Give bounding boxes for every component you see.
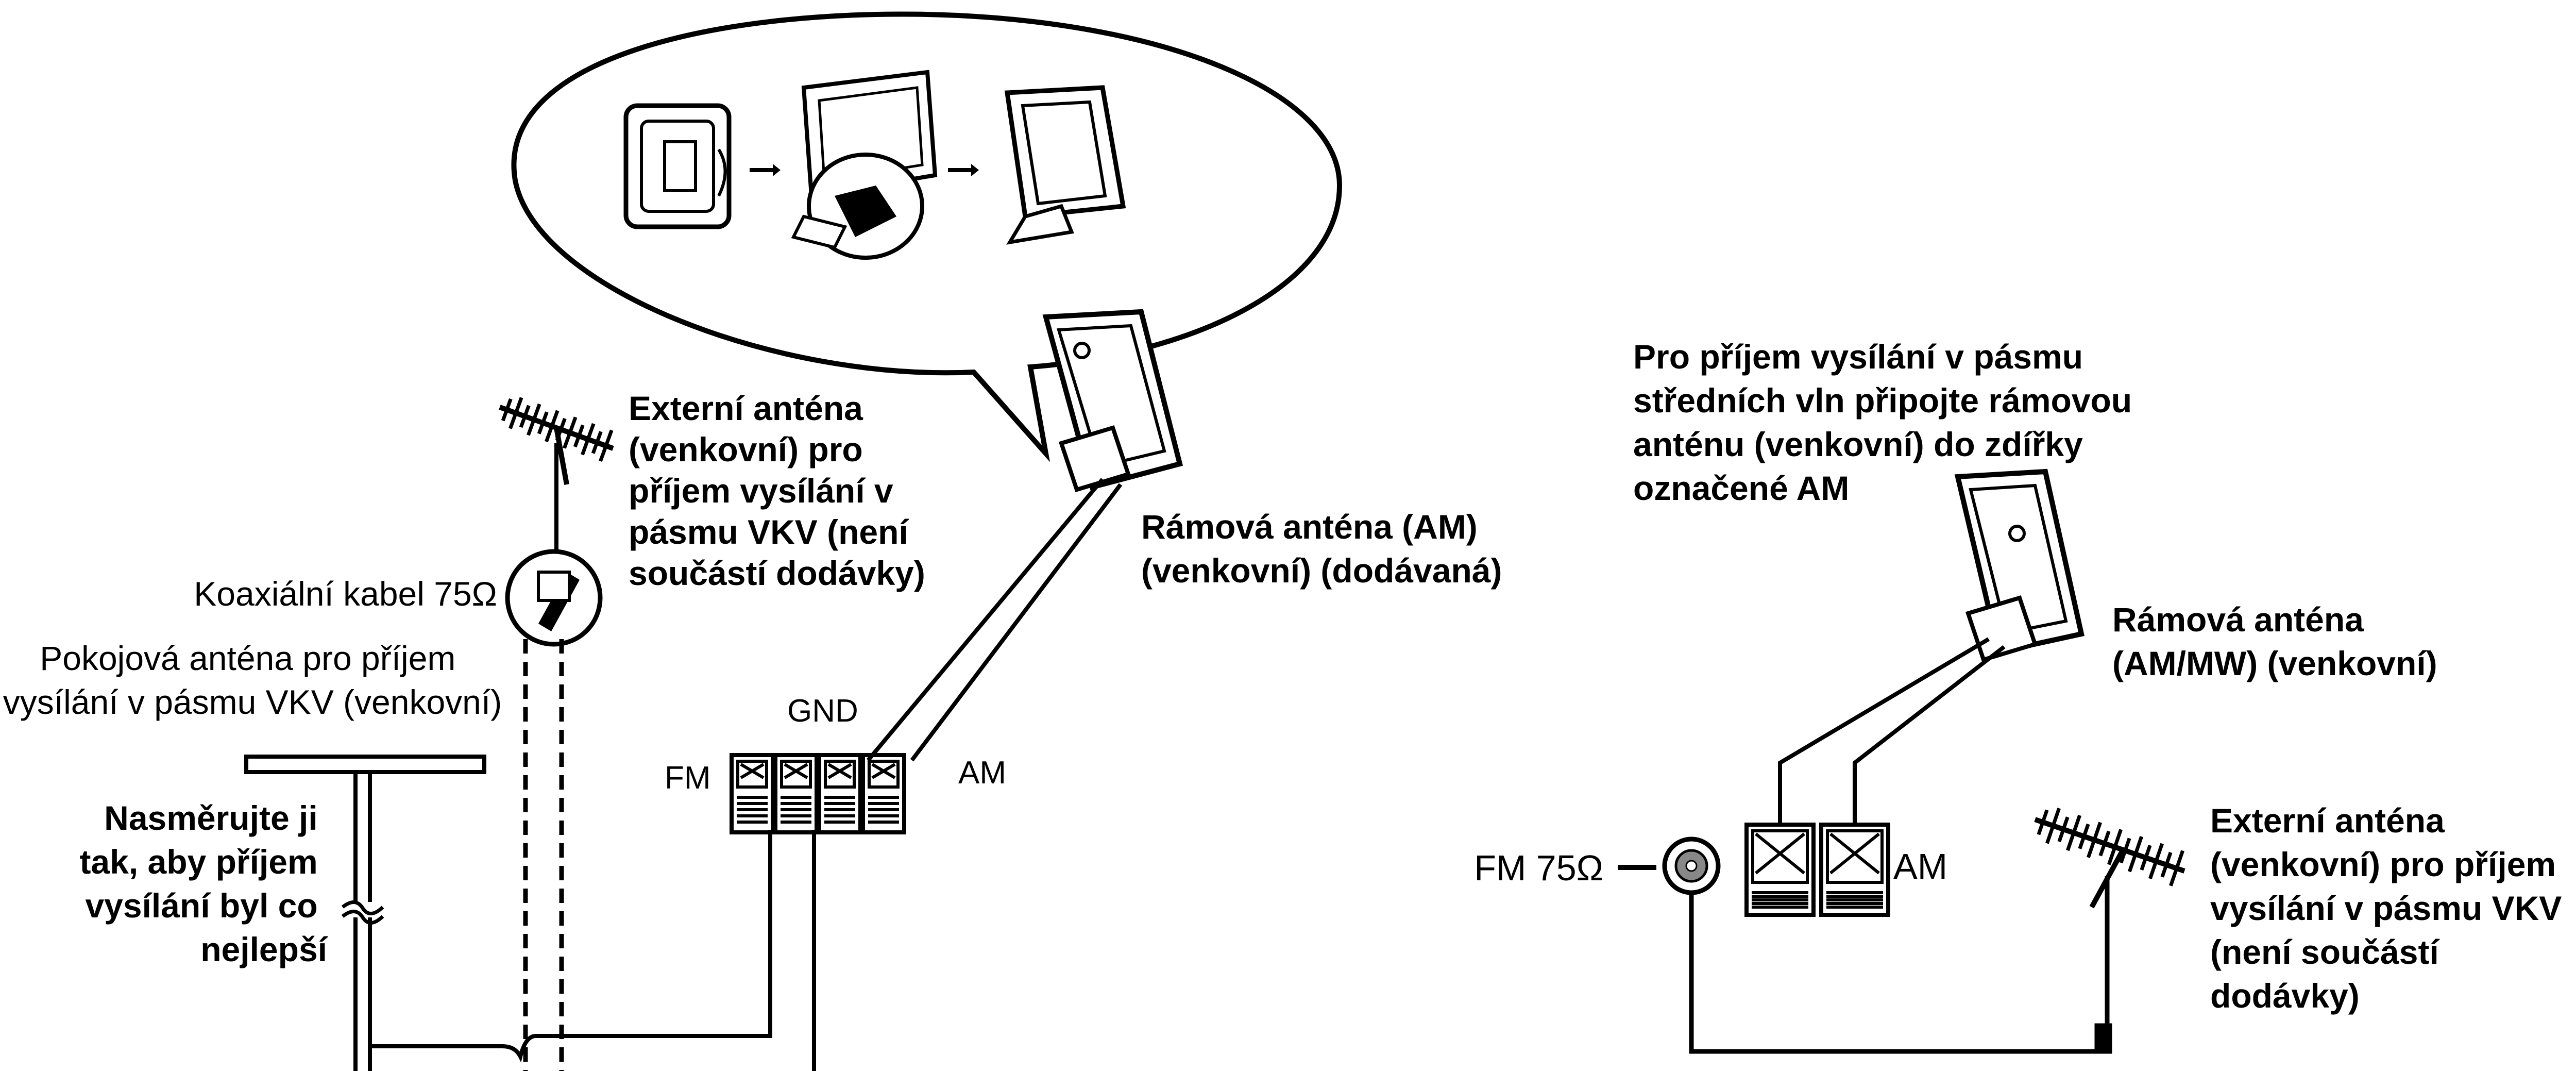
antenna-element xyxy=(2169,850,2184,886)
terminal-label-am-right: AM xyxy=(1893,846,1947,886)
antenna-element xyxy=(591,431,603,454)
am-instruction-label: Pro příjem vysílání v pásmu středních vl… xyxy=(1633,338,2142,507)
loop-antenna-folded-icon xyxy=(623,103,732,229)
antenna-element xyxy=(545,410,560,443)
antenna-element xyxy=(2098,830,2111,857)
coaxial-cable-label: Koaxiální kabel 75Ω xyxy=(194,575,497,613)
arrow-icon xyxy=(948,164,979,176)
antenna-element xyxy=(509,397,523,429)
antenna-element xyxy=(563,416,578,449)
screw-terminal xyxy=(1819,823,1890,917)
coaxial-cable-magnifier-icon xyxy=(505,549,603,647)
antenna-element xyxy=(2160,851,2173,878)
am-loop-antenna-label-right: Rámová anténa (AM/MW) (venkovní) xyxy=(2112,600,2437,682)
am-loop-antenna-label-left: Rámová anténa (AM) (venkovní) (dodávaná) xyxy=(1141,508,1502,590)
terminal-label-am: AM xyxy=(958,755,1006,791)
antenna-element xyxy=(537,411,549,434)
am-loop-antenna-icon-right xyxy=(1954,468,2084,662)
am-antenna-wires-left xyxy=(866,478,1123,762)
fm-75-ohm-label: FM 75Ω xyxy=(1474,848,1603,888)
coaxial-cable-dashed xyxy=(523,639,564,1071)
screw-terminal xyxy=(861,753,906,834)
antenna-element xyxy=(555,417,567,441)
antenna-element xyxy=(519,405,531,428)
outdoor-fm-antenna-icon-right xyxy=(2034,808,2185,909)
fm-75-ohm-jack-icon xyxy=(1662,836,1721,895)
screw-terminal xyxy=(773,753,819,834)
antenna-element xyxy=(599,429,614,462)
am-terminal-block-right xyxy=(1744,823,1890,917)
antenna-element xyxy=(2037,809,2049,835)
antenna-element xyxy=(2148,843,2164,880)
fm-wires xyxy=(370,830,816,1071)
antenna-element xyxy=(573,424,585,448)
am-antenna-wires-right xyxy=(1778,637,2006,825)
screw-terminal xyxy=(1744,823,1816,917)
antenna-element xyxy=(2128,835,2143,873)
antenna-element xyxy=(2087,822,2102,858)
antenna-element xyxy=(527,403,541,436)
antenna-element xyxy=(581,423,596,456)
arrow-icon xyxy=(750,164,781,176)
antenna-element xyxy=(2066,814,2081,851)
antenna-element xyxy=(2057,816,2070,843)
antenna-element xyxy=(2140,845,2152,871)
antenna-element xyxy=(501,398,513,422)
outdoor-fm-antenna-icon xyxy=(499,397,614,485)
indoor-antenna-label: Pokojová anténa pro příjem vysílání v pá… xyxy=(3,639,502,721)
antenna-element xyxy=(2119,838,2131,864)
external-antenna-label-left: Externí anténa (venkovní) pro příjem vys… xyxy=(629,389,925,592)
terminal-label-gnd: GND xyxy=(787,693,858,729)
screw-terminal xyxy=(817,753,862,834)
antenna-element xyxy=(2107,829,2123,865)
am-loop-antenna-icon xyxy=(1042,309,1183,492)
fm-cable-right xyxy=(1689,876,2112,1054)
antenna-element xyxy=(2078,823,2090,849)
loop-antenna-assembled-icon xyxy=(1004,85,1126,245)
external-antenna-label-right: Externí anténa (venkovní) pro příjem vys… xyxy=(2210,801,2571,1015)
terminal-label-fm: FM xyxy=(665,760,711,796)
screw-terminal xyxy=(730,753,775,834)
terminal-block xyxy=(730,753,906,834)
loop-antenna-unfolding-icon xyxy=(791,70,938,260)
direct-antenna-hint: Nasměrujte ji tak, aby příjem vysílání b… xyxy=(79,799,328,968)
antenna-element xyxy=(2045,808,2061,844)
